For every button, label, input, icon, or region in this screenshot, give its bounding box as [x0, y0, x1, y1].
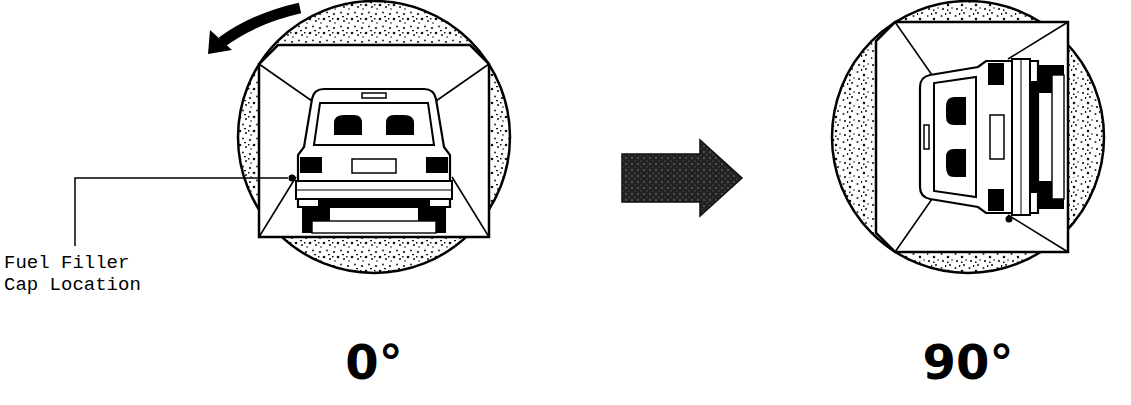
leader-line — [75, 178, 288, 246]
rear-view-scope — [238, 1, 510, 273]
transition-arrow — [622, 140, 742, 216]
callout-label: Fuel Filler Cap Location — [4, 252, 164, 296]
rotated-view-scope — [832, 1, 1104, 273]
angle-label: 0° — [284, 336, 464, 388]
rotation-arrowhead — [208, 30, 232, 54]
rotation-arrow — [222, 8, 300, 42]
angle-label: 90° — [878, 336, 1058, 388]
